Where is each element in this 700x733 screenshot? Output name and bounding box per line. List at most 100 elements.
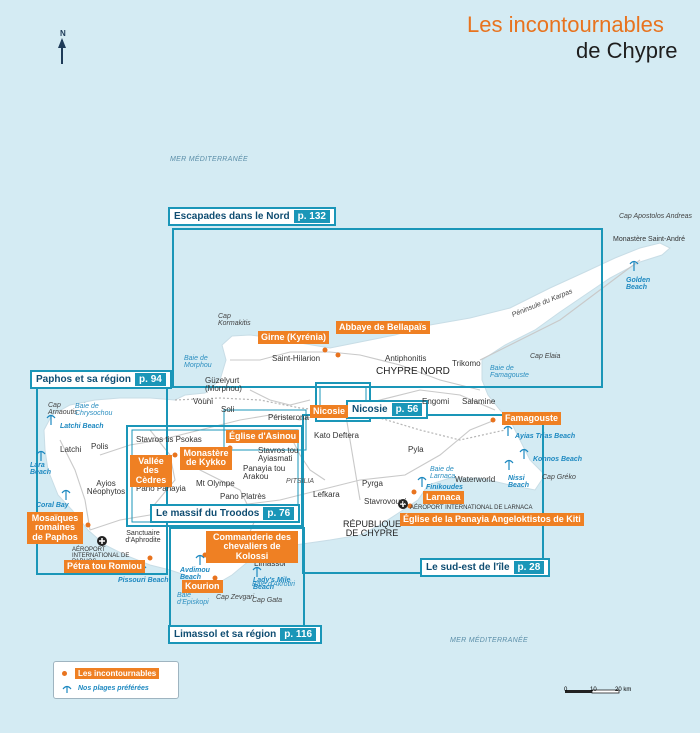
region-page: p. 76	[263, 507, 295, 520]
legend-highlights-label: Les incontournables	[75, 668, 160, 679]
umbrella-icon	[417, 476, 427, 487]
highlight-dot	[212, 575, 218, 581]
highlight-famagouste[interactable]: Famagouste	[502, 412, 562, 426]
place-label: Baie de Famagouste	[490, 365, 529, 379]
highlight-mosaiques[interactable]: Mosaïques romaines de Paphos	[27, 512, 83, 545]
place-label: CHYPRE NORD	[376, 366, 450, 377]
place-label: Baie de Morphou	[184, 355, 212, 369]
place-label: Stavros tis Psokas	[136, 435, 202, 444]
place-label: Baie de Chrysochou	[75, 403, 113, 417]
region-page: p. 116	[280, 628, 317, 641]
airport-icons	[97, 499, 408, 546]
highlight-dot	[490, 417, 496, 423]
highlight-kiti[interactable]: Église de la Panayia Angeloktistos de Ki…	[400, 513, 584, 527]
umbrella-icon	[36, 450, 46, 461]
umbrella-icon	[504, 459, 514, 470]
highlight-larnaca[interactable]: Larnaca	[423, 491, 464, 505]
place-label: RÉPUBLIQUE DE CHYPRE	[342, 519, 402, 538]
highlight-dot	[411, 489, 417, 495]
place-label: Pyla	[408, 445, 424, 454]
beach-label: Lara Beach	[30, 462, 52, 476]
highlight-kourion[interactable]: Kourion	[182, 580, 223, 594]
highlight-asinou[interactable]: Église d'Asinou	[226, 430, 300, 444]
place-label: Mt Olympe	[196, 479, 235, 488]
legend-row-beaches: Nos plages préférées	[62, 684, 149, 693]
place-label: Vouni	[193, 397, 214, 406]
place-label: Pano Panayia	[136, 484, 186, 493]
place-label: Sanctuaire d'Aphrodite	[125, 530, 161, 544]
sea-label-south: MER MÉDITERRANÉE	[450, 637, 528, 644]
umbrella-icon	[61, 489, 71, 500]
umbrella-icon	[195, 554, 205, 565]
umbrella-icon	[252, 566, 262, 577]
region-page: p. 132	[293, 210, 330, 223]
place-label: Latchi	[60, 445, 82, 454]
highlight-kolossi[interactable]: Commanderie des chevaliers de Kolossi	[206, 531, 298, 564]
place-label: Cap Arnaoutis	[48, 402, 78, 416]
place-label: Limassol	[254, 559, 286, 568]
region-name: Nicosie	[352, 404, 388, 415]
scale-tick: 0	[564, 687, 568, 693]
place-label: Salamine	[462, 397, 496, 406]
place-label: AÉROPORT INTERNATIONAL DE LARNACA	[410, 505, 533, 511]
highlight-dot	[407, 503, 413, 509]
highlight-dot	[172, 452, 178, 458]
highlight-cedres[interactable]: Vallée des Cèdres	[130, 455, 172, 488]
beach-label: Avdimou Beach	[180, 567, 210, 581]
place-label: Waterworld	[455, 475, 496, 484]
umbrella-icon	[519, 448, 529, 459]
beach-label: Lady's Mile Beach	[253, 577, 291, 591]
place-label: Ayios Néophytos	[86, 479, 126, 496]
frame-north	[172, 228, 603, 388]
beach-label: Golden Beach	[626, 277, 651, 291]
beach-icons	[36, 260, 639, 577]
place-label: Baie d'Akrotiri	[252, 581, 295, 588]
beach-label: Latchi Beach	[60, 423, 104, 430]
place-label: Cap Kormakitis	[218, 313, 251, 327]
region-name: Escapades dans le Nord	[174, 211, 290, 222]
sea-label-north: MER MÉDITERRANÉE	[170, 156, 248, 163]
umbrella-icon	[46, 414, 56, 425]
umbrella-icon	[629, 260, 639, 271]
place-label: Péristerona	[268, 413, 309, 422]
highlight-nicosie[interactable]: Nicosie	[310, 405, 349, 419]
scale-bar	[565, 689, 620, 694]
place-label: Polis	[91, 442, 109, 451]
place-label: Stavrovouni	[364, 497, 407, 506]
place-label: Lefkara	[313, 490, 340, 499]
place-label: Kato Deftera	[314, 431, 359, 440]
map-legend: Les incontournables Nos plages préférées	[53, 661, 179, 699]
title-line2: de Chypre	[576, 38, 678, 63]
beach-label: Coral Bay	[36, 502, 69, 509]
north-arrow-icon	[58, 38, 66, 64]
umbrella-icon	[503, 425, 513, 436]
highlight-kykko[interactable]: Monastère de Kykko	[180, 447, 232, 470]
title-line1: Les incontournables	[467, 12, 664, 37]
place-label: Trikomo	[452, 359, 481, 368]
highlight-bellapais[interactable]: Abbaye de Bellapaïs	[336, 321, 430, 335]
region-page: p. 28	[513, 561, 545, 574]
highlight-dot	[322, 347, 328, 353]
scale-tick: 10	[590, 687, 597, 693]
place-label: Cap Zevgari	[216, 594, 255, 601]
region-page: p. 94	[135, 373, 166, 386]
highlight-dot-icon	[62, 671, 67, 676]
highlight-girne[interactable]: Girne (Kyrénia)	[258, 331, 330, 345]
beach-label: Pissouri Beach	[118, 577, 169, 584]
place-label: Cap Gata	[252, 597, 282, 604]
place-label: Cap Elaia	[530, 353, 561, 360]
place-label: Antiphonitis	[385, 354, 427, 363]
highlight-petra[interactable]: Pétra tou Romiou	[64, 560, 146, 574]
place-label: Engomi	[422, 397, 450, 406]
place-label: Güzelyurt (Morphou)	[205, 376, 242, 393]
place-label: Monastère Saint-André	[613, 236, 685, 243]
place-label: Panayia tou Arakou	[243, 464, 286, 481]
legend-row-highlights: Les incontournables	[62, 668, 160, 679]
